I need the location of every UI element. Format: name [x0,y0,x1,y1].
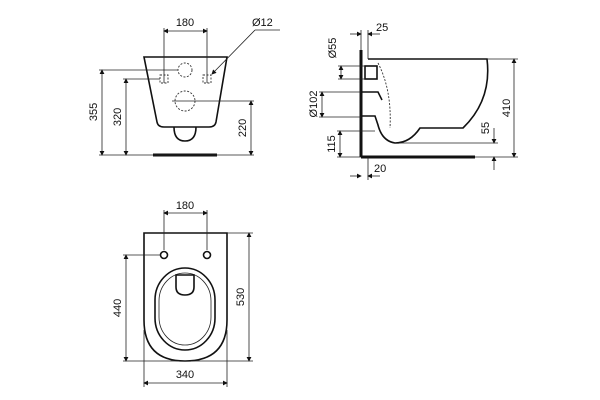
front-view: 180 Ø12 355 320 220 [88,17,280,157]
dim-25: 25 [376,22,388,34]
dim-440: 440 [112,299,124,317]
dim-20: 20 [374,163,386,175]
dim-180-top: 180 [176,200,194,212]
dim-hole-spacing: 180 [176,17,194,29]
side-view: 25 Ø55 Ø102 115 20 410 55 [308,22,518,180]
inlet [364,65,378,80]
seat-fixing-left [159,250,169,260]
dim-102: Ø102 [308,91,320,118]
seat-fixing-right [202,250,212,260]
dim-340: 340 [176,369,194,381]
dim-355: 355 [88,103,100,121]
bowl-profile [361,58,489,144]
seat-inner [158,272,212,346]
inlet-circle [177,62,193,78]
dim-hole-diameter: Ø12 [252,17,273,29]
dim-410: 410 [501,99,513,117]
trap [173,126,197,142]
dim-115: 115 [326,135,338,153]
flush-outlet [175,274,195,296]
bowl-outline [143,56,228,128]
dim-55-rim: 55 [480,122,492,134]
top-view: 180 440 530 340 [112,200,253,387]
seat-outer [154,267,216,351]
dim-530: 530 [235,288,247,306]
dim-320: 320 [112,108,124,126]
dim-220: 220 [237,119,249,137]
dim-55-inlet: Ø55 [327,38,339,59]
